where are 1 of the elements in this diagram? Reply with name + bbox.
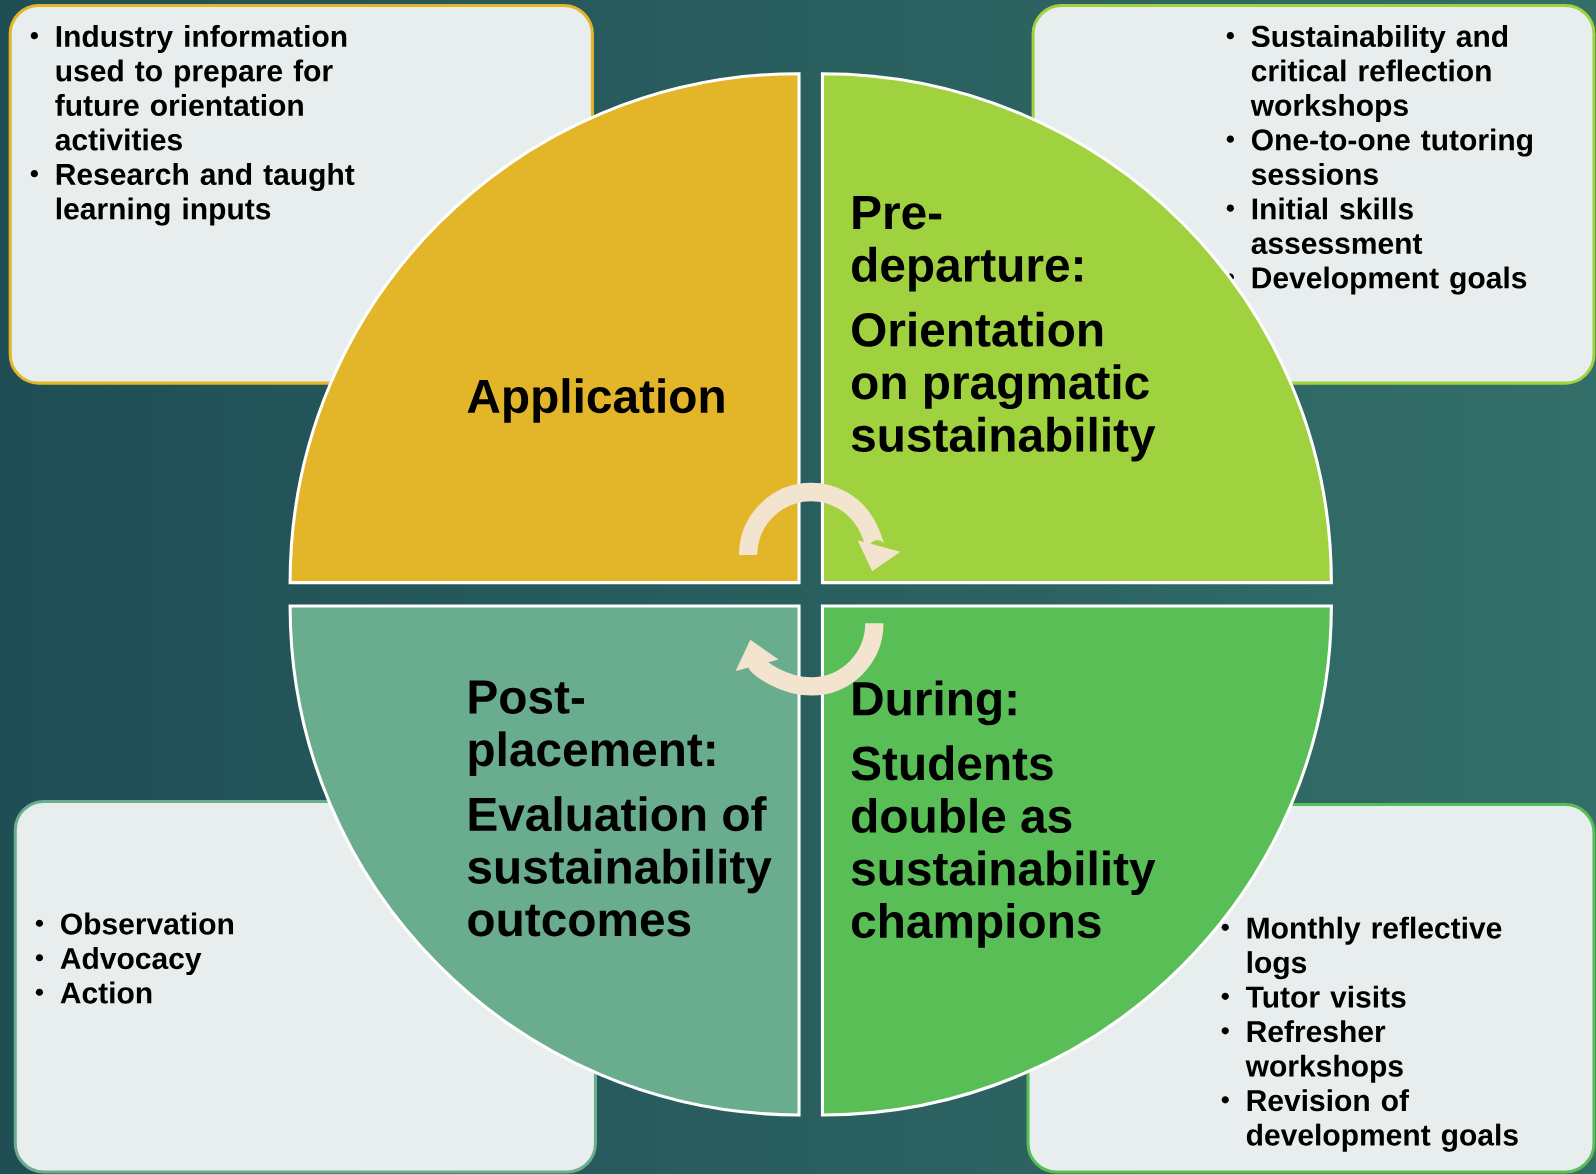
quadrant: Post-placement: Evaluation of sustainability outcomes [288, 604, 801, 1117]
